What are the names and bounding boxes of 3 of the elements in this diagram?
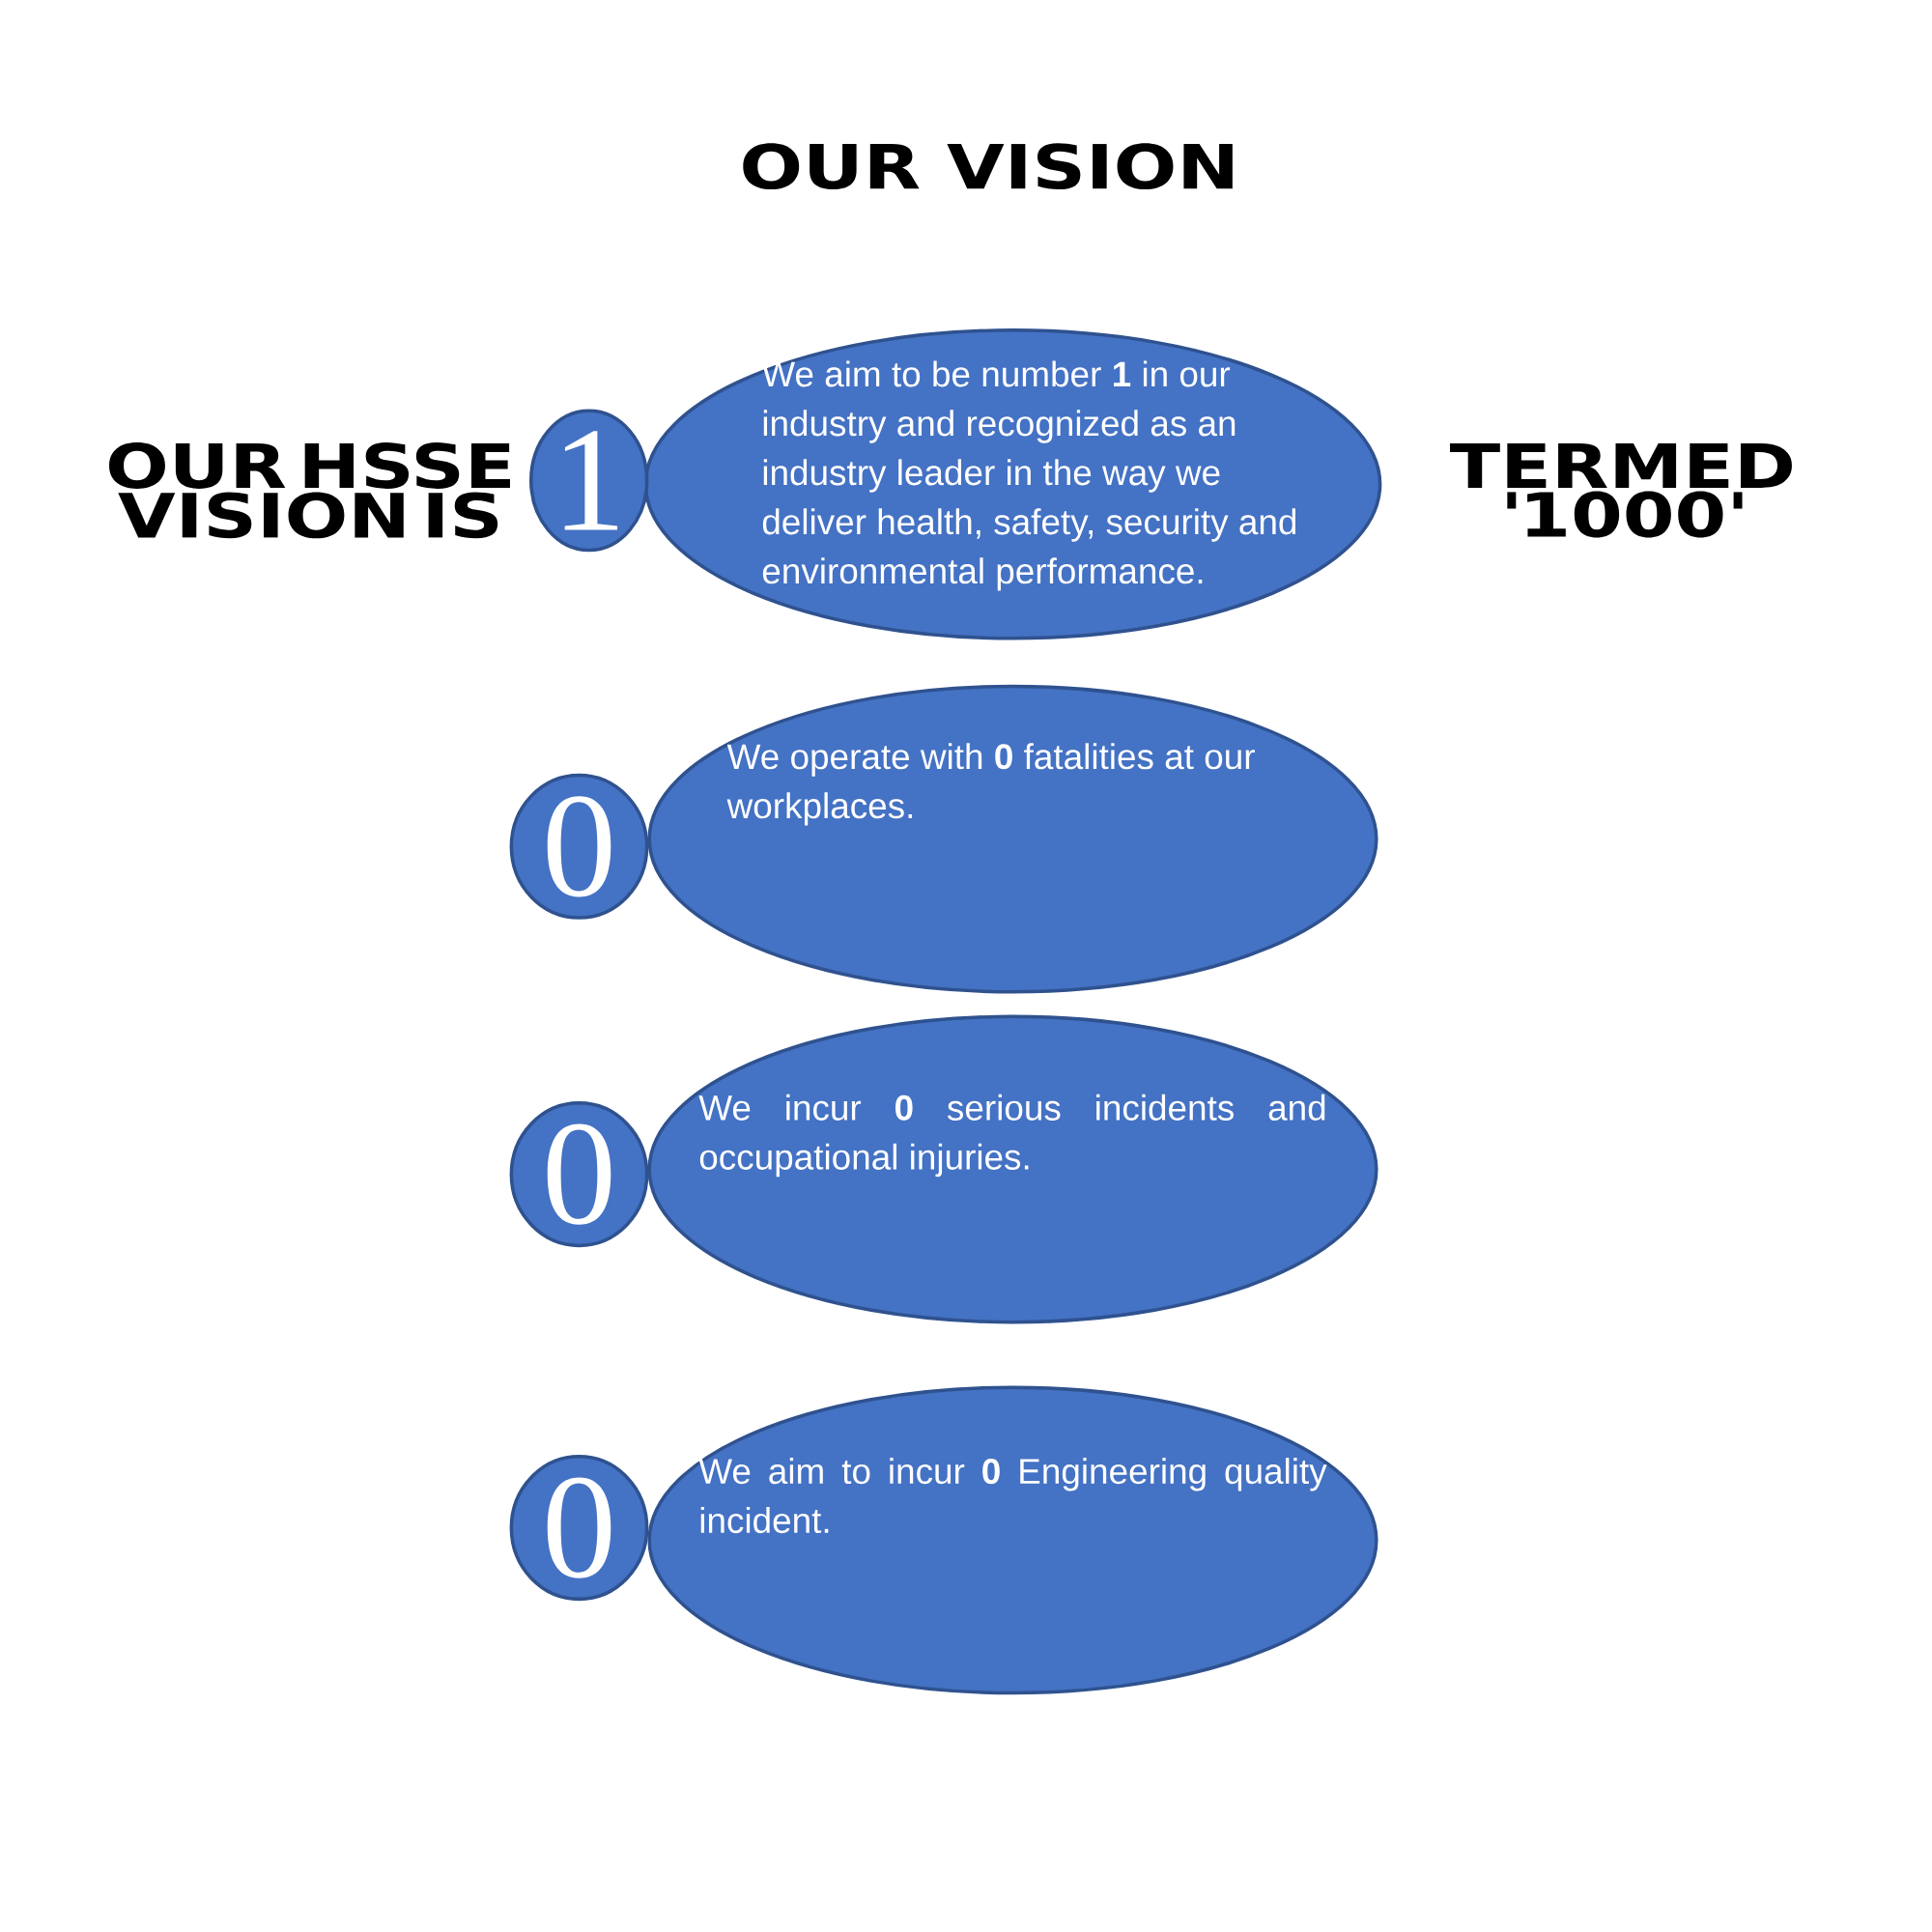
title: OUR VISION — [743, 143, 1233, 190]
side-heading: TERMED '1000' — [1450, 442, 1792, 538]
side-heading: OUR HSSE VISION IS — [109, 442, 510, 539]
